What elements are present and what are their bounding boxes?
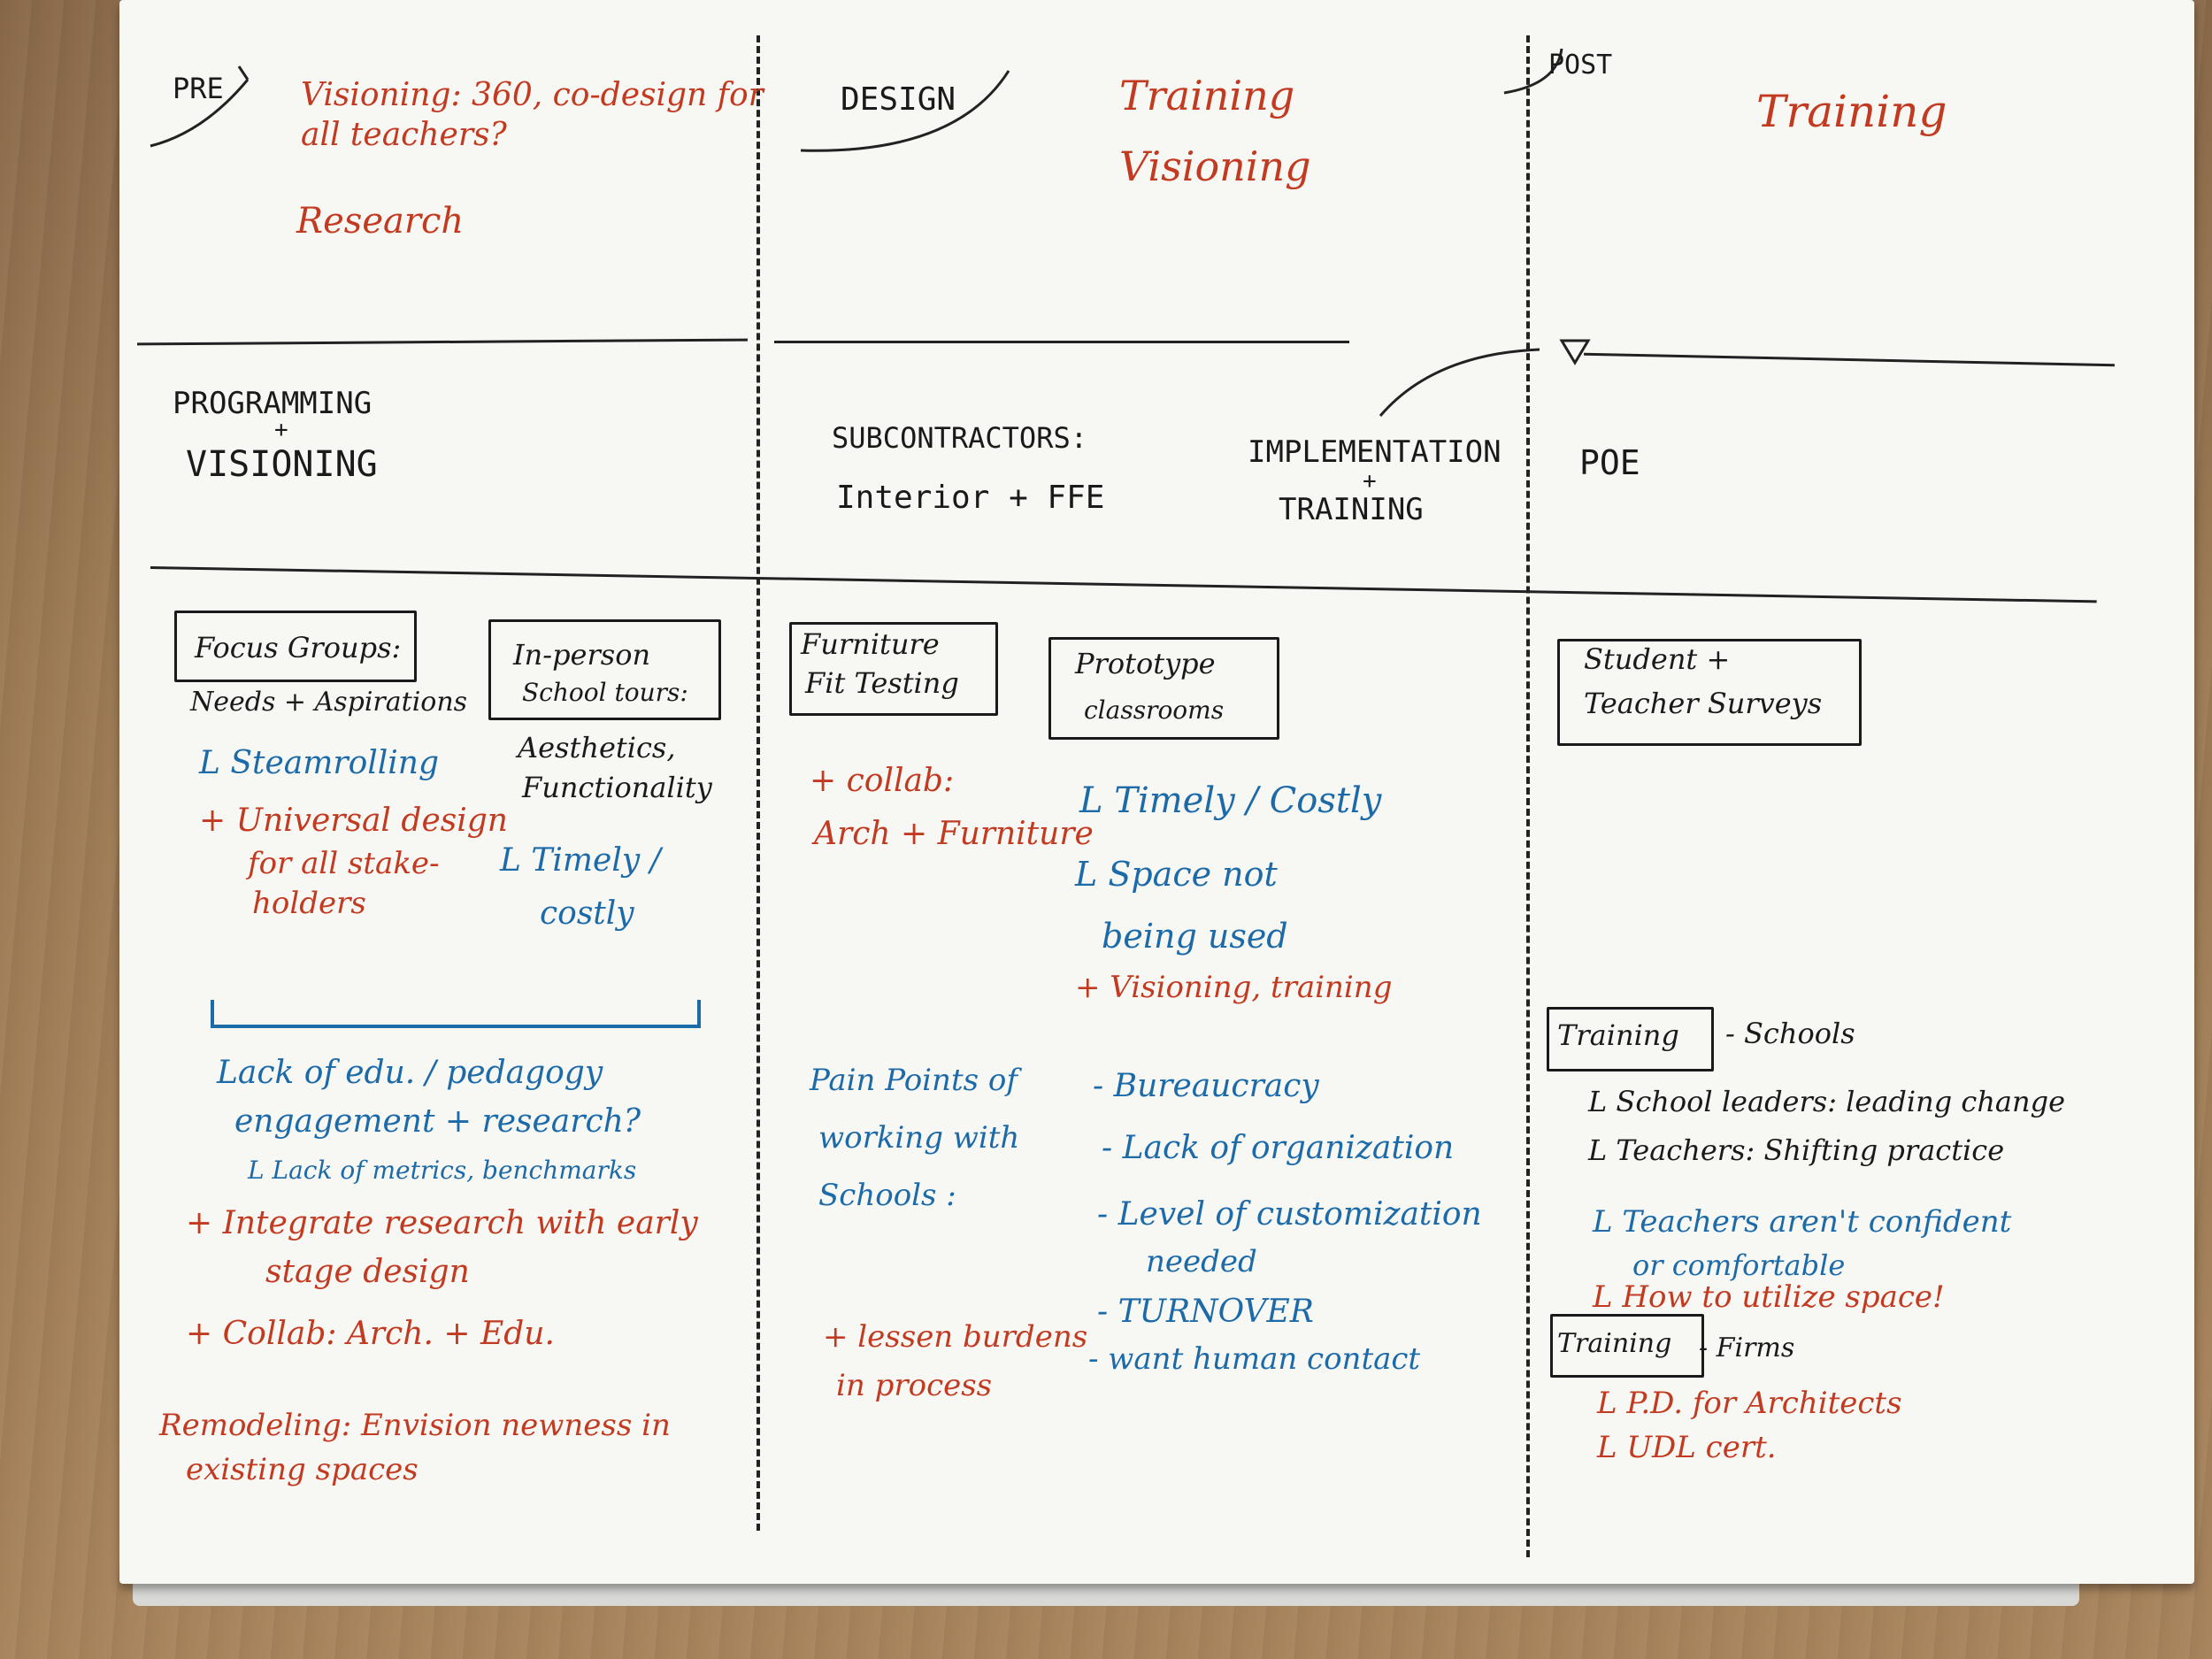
lack-edu-line-1: Lack of edu. / pedagogy	[217, 1055, 603, 1091]
design-collab-1: + collab:	[810, 763, 955, 799]
training-schools-box	[1547, 1007, 1714, 1071]
universal-design-line-3: holders	[252, 886, 366, 921]
phase-label-pre: PRE	[173, 72, 224, 105]
teachers-practice-note: L Teachers: Shifting practice	[1588, 1133, 2005, 1167]
pre-timely-note-2: costly	[540, 895, 634, 932]
customization-note-2: needed	[1146, 1244, 1257, 1279]
udl-cert-note: L UDL cert.	[1597, 1430, 1777, 1465]
phase-divider-design-post	[1526, 35, 1530, 1557]
notebook-page	[119, 0, 2194, 1584]
integrate-research-line-2: stage design	[265, 1254, 470, 1290]
pd-architects-note: L P.D. for Architects	[1597, 1386, 1902, 1421]
prototype-label-2: classrooms	[1084, 695, 1225, 725]
programming-label: PROGRAMMING	[173, 386, 373, 421]
lack-organization-note: - Lack of organization	[1102, 1130, 1455, 1166]
utilize-space-note: L How to utilize space!	[1593, 1279, 1945, 1315]
space-not-used-2: being used	[1102, 917, 1288, 956]
schools-note: - Schools	[1725, 1017, 1855, 1050]
customization-note-1: - Level of customization	[1097, 1196, 1482, 1233]
surveys-box	[1557, 639, 1862, 746]
inperson-label-1: In-person	[513, 638, 651, 672]
surveys-label-1: Student +	[1584, 642, 1731, 676]
lack-edu-line-2: engagement + research?	[234, 1103, 641, 1140]
pain-points-1: Pain Points of	[810, 1063, 1018, 1098]
universal-design-line-1: + Universal design	[199, 803, 508, 839]
design-timely-note: L Timely / Costly	[1079, 780, 1382, 821]
aesthetics-note-2: Functionality	[522, 771, 712, 804]
lessen-burdens-2: in process	[836, 1368, 993, 1403]
pain-points-2: working with	[818, 1120, 1020, 1156]
furniture-fit-box	[789, 622, 998, 716]
visioning-training-note: + Visioning, training	[1075, 970, 1393, 1005]
implementation-label: IMPLEMENTATION	[1248, 434, 1502, 470]
programming-plus: +	[274, 417, 288, 443]
firms-note: - Firms	[1699, 1333, 1795, 1363]
pain-points-3: Schools :	[818, 1178, 956, 1213]
post-training-note: Training	[1756, 86, 1947, 137]
lack-metrics-note: L Lack of metrics, benchmarks	[248, 1156, 637, 1185]
training-label: TRAINING	[1279, 492, 1424, 527]
human-contact-note: - want human contact	[1088, 1341, 1421, 1377]
implementation-plus: +	[1363, 468, 1377, 495]
surveys-label-2: Teacher Surveys	[1584, 687, 1823, 720]
lessen-burdens-1: + lessen burdens	[823, 1319, 1088, 1355]
universal-design-line-2: for all stake-	[248, 846, 440, 881]
remodeling-line-1: Remodeling: Envision newness in	[159, 1408, 671, 1443]
school-leaders-note: L School leaders: leading change	[1588, 1085, 2066, 1118]
teachers-confident-2: or comfortable	[1632, 1248, 1846, 1282]
focus-groups-label: Focus Groups:	[195, 631, 402, 664]
inperson-tours-box	[488, 619, 721, 720]
needs-aspirations: Needs + Aspirations	[190, 687, 468, 718]
phase-label-post: POST	[1548, 50, 1613, 81]
steamrolling-note: L Steamrolling	[199, 745, 440, 781]
focus-groups-box	[174, 611, 417, 682]
furniture-label-2: Fit Testing	[805, 666, 959, 700]
integrate-research-line-1: + Integrate research with early	[186, 1205, 698, 1241]
poe-label: POE	[1579, 443, 1640, 482]
pre-visioning-note: Visioning: 360, co-design for all teache…	[301, 77, 764, 153]
remodeling-line-2: existing spaces	[186, 1452, 419, 1487]
turnover-note: - TURNOVER	[1097, 1294, 1314, 1330]
subcontractors-label: SUBCONTRACTORS:	[832, 421, 1087, 455]
visioning-label: VISIONING	[186, 444, 378, 485]
design-visioning-note: Visioning	[1119, 142, 1311, 190]
phase-divider-pre-design	[757, 35, 760, 1531]
furniture-label-1: Furniture	[801, 627, 940, 661]
collab-arch-edu: + Collab: Arch. + Edu.	[186, 1316, 555, 1352]
training-firms-box	[1550, 1314, 1704, 1378]
design-collab-2: Arch + Furniture	[814, 816, 1094, 852]
phase-label-design: DESIGN	[841, 81, 956, 118]
design-training-note: Training	[1119, 72, 1295, 119]
teachers-confident-1: L Teachers aren't confident	[1593, 1204, 2012, 1240]
prototype-label-1: Prototype	[1075, 647, 1216, 680]
pre-timely-note-1: L Timely /	[500, 842, 661, 879]
bureaucracy-note: - Bureaucracy	[1093, 1068, 1319, 1104]
training-schools-label: Training	[1557, 1018, 1679, 1052]
top-row-divider-middle	[774, 341, 1349, 343]
prototype-classrooms-box	[1048, 637, 1279, 740]
inperson-label-2: School tours:	[522, 678, 688, 707]
training-firms-label: Training	[1557, 1328, 1672, 1359]
pre-research-note: Research	[296, 201, 465, 242]
space-not-used-1: L Space not	[1075, 855, 1278, 894]
interior-ffe-label: Interior + FFE	[836, 480, 1105, 516]
aesthetics-note-1: Aesthetics,	[518, 731, 676, 764]
